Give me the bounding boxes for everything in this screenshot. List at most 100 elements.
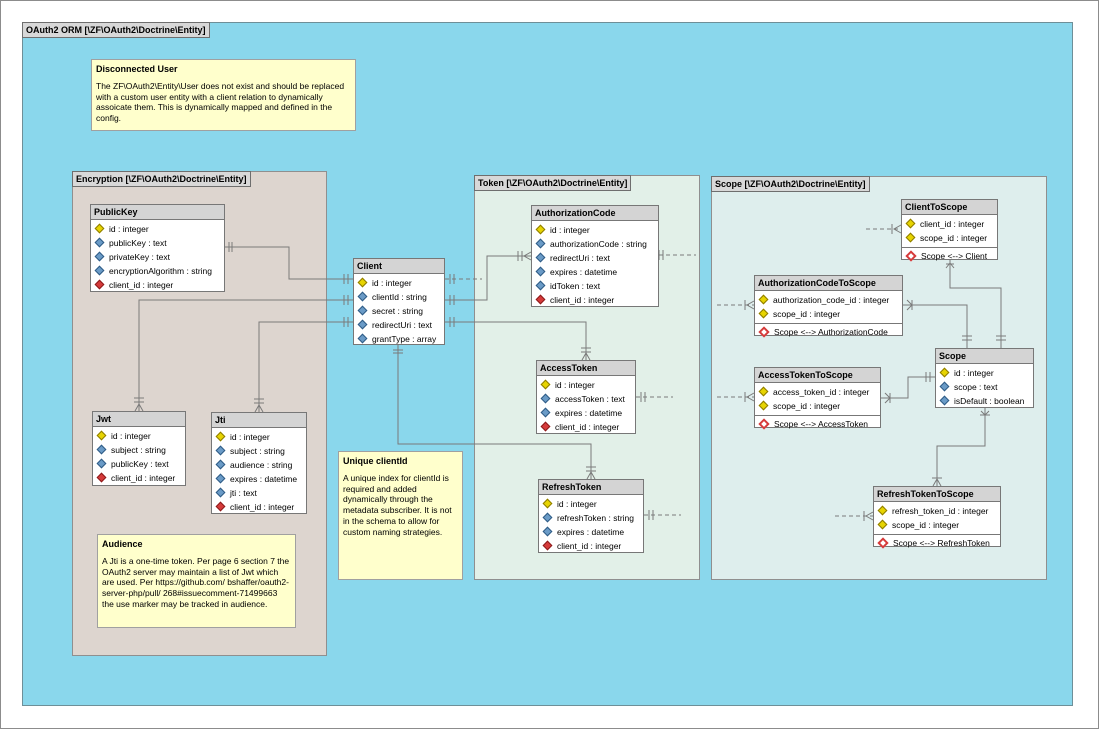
primary-key-icon <box>877 519 888 530</box>
rel-client-jti <box>258 321 353 412</box>
primary-key-icon <box>758 400 769 411</box>
attribute-row: scope_id : integer <box>755 399 880 413</box>
attribute-row: subject : string <box>212 444 306 458</box>
attribute-row: id : integer <box>936 366 1033 380</box>
entity-name: Scope <box>936 349 1033 364</box>
attribute-row: expires : datetime <box>539 525 643 539</box>
entity-accesstokentoscope[interactable]: AccessTokenToScope access_token_id : int… <box>754 367 881 430</box>
note-disconnected-user: Disconnected User The ZF\OAuth2\Entity\U… <box>91 59 356 131</box>
attribute-icon <box>94 265 105 276</box>
attribute-row: client_id : integer <box>902 217 997 231</box>
attribute-row: encryptionAlgorithm : string <box>91 264 224 278</box>
attribute-row: scope : text <box>936 380 1033 394</box>
index-row: Scope <--> Client <box>902 247 997 263</box>
attribute-row: refresh_token_id : integer <box>874 504 1000 518</box>
attribute-row: authorizationCode : string <box>532 237 658 251</box>
attribute-icon <box>96 444 107 455</box>
primary-key-icon <box>758 386 769 397</box>
attribute-row: scope_id : integer <box>902 231 997 245</box>
attribute-icon <box>542 512 553 523</box>
rel-client-authcode <box>445 255 531 301</box>
entity-client[interactable]: Client id : integer clientId : string se… <box>353 258 445 345</box>
entity-name: RefreshToken <box>539 480 643 495</box>
attribute-row: client_id : integer <box>91 278 224 292</box>
attribute-icon <box>540 393 551 404</box>
attribute-icon <box>357 319 368 330</box>
note-body: A unique index for clientId is required … <box>343 472 452 537</box>
entity-clienttoscope[interactable]: ClientToScope client_id : integer scope_… <box>901 199 998 263</box>
primary-key-icon <box>939 367 950 378</box>
entity-name: PublicKey <box>91 205 224 220</box>
attribute-row: refreshToken : string <box>539 511 643 525</box>
attribute-row: expires : datetime <box>212 472 306 486</box>
attribute-icon <box>357 305 368 316</box>
foreign-key-icon <box>540 421 551 432</box>
note-unique-client-id: Unique clientId A unique index for clien… <box>338 451 463 580</box>
attribute-row: client_id : integer <box>93 471 185 485</box>
attribute-icon <box>96 458 107 469</box>
foreign-key-icon <box>535 294 546 305</box>
index-icon <box>905 250 917 262</box>
primary-key-icon <box>905 218 916 229</box>
entity-refreshtokentoscope[interactable]: RefreshTokenToScope refresh_token_id : i… <box>873 486 1001 549</box>
attribute-row: clientId : string <box>354 290 444 304</box>
entity-scope[interactable]: Scope id : integer scope : text isDefaul… <box>935 348 1034 408</box>
attribute-row: audience : string <box>212 458 306 472</box>
index-icon <box>877 537 889 549</box>
rel-accesstokentoscope-scope <box>881 376 935 399</box>
entity-authorizationcode[interactable]: AuthorizationCode id : integer authoriza… <box>531 205 659 307</box>
primary-key-icon <box>758 294 769 305</box>
rel-clienttoscope-scope <box>949 259 1002 348</box>
attribute-icon <box>94 251 105 262</box>
attribute-icon <box>357 333 368 344</box>
entity-name: Jwt <box>93 412 185 427</box>
note-title: Unique clientId <box>343 456 408 466</box>
attribute-row: accessToken : text <box>537 392 635 406</box>
entity-publickey[interactable]: PublicKey id : integer publicKey : text … <box>90 204 225 292</box>
attribute-row: id : integer <box>532 223 658 237</box>
attribute-row: publicKey : text <box>93 457 185 471</box>
attribute-row: isDefault : boolean <box>936 394 1033 408</box>
attribute-row: authorization_code_id : integer <box>755 293 902 307</box>
note-body: The ZF\OAuth2\Entity\User does not exist… <box>96 80 345 124</box>
attribute-row: access_token_id : integer <box>755 385 880 399</box>
attribute-row: id : integer <box>212 430 306 444</box>
attribute-row: scope_id : integer <box>874 518 1000 532</box>
entity-name: AuthorizationCodeToScope <box>755 276 902 291</box>
attribute-row: idToken : text <box>532 279 658 293</box>
rel-client-refreshtoken <box>397 344 592 479</box>
rel-client-accesstoken <box>445 321 587 360</box>
entity-accesstoken[interactable]: AccessToken id : integer accessToken : t… <box>536 360 636 434</box>
entity-authorizationcodetoscope[interactable]: AuthorizationCodeToScope authorization_c… <box>754 275 903 339</box>
entity-name: AccessTokenToScope <box>755 368 880 383</box>
attribute-icon <box>540 407 551 418</box>
index-row: Scope <--> AuthorizationCode <box>755 323 902 339</box>
attribute-icon <box>215 445 226 456</box>
token-package-label: Token [\ZF\OAuth2\Doctrine\Entity] <box>474 175 632 191</box>
index-icon <box>758 326 770 338</box>
primary-key-icon <box>905 232 916 243</box>
foreign-key-icon <box>96 472 107 483</box>
attribute-row: id : integer <box>354 276 444 290</box>
entity-name: ClientToScope <box>902 200 997 215</box>
attribute-row: id : integer <box>537 378 635 392</box>
entity-name: Client <box>354 259 444 274</box>
entity-name: AuthorizationCode <box>532 206 658 221</box>
foreign-key-icon <box>94 279 105 290</box>
attribute-row: jti : text <box>212 486 306 500</box>
note-body: A Jti is a one-time token. Per page 6 se… <box>102 555 290 609</box>
attribute-row: grantType : array <box>354 332 444 346</box>
rel-refreshtokentoscope-scope <box>936 407 986 486</box>
attribute-row: id : integer <box>93 429 185 443</box>
primary-key-icon <box>542 498 553 509</box>
attribute-row: expires : datetime <box>532 265 658 279</box>
primary-key-icon <box>96 430 107 441</box>
entity-jwt[interactable]: Jwt id : integer subject : string public… <box>92 411 186 486</box>
primary-key-icon <box>535 224 546 235</box>
attribute-row: redirectUri : text <box>532 251 658 265</box>
attribute-row: id : integer <box>539 497 643 511</box>
rel-publickey-client <box>224 246 353 280</box>
primary-key-icon <box>877 505 888 516</box>
entity-jti[interactable]: Jti id : integer subject : string audien… <box>211 412 307 514</box>
entity-refreshtoken[interactable]: RefreshToken id : integer refreshToken :… <box>538 479 644 553</box>
